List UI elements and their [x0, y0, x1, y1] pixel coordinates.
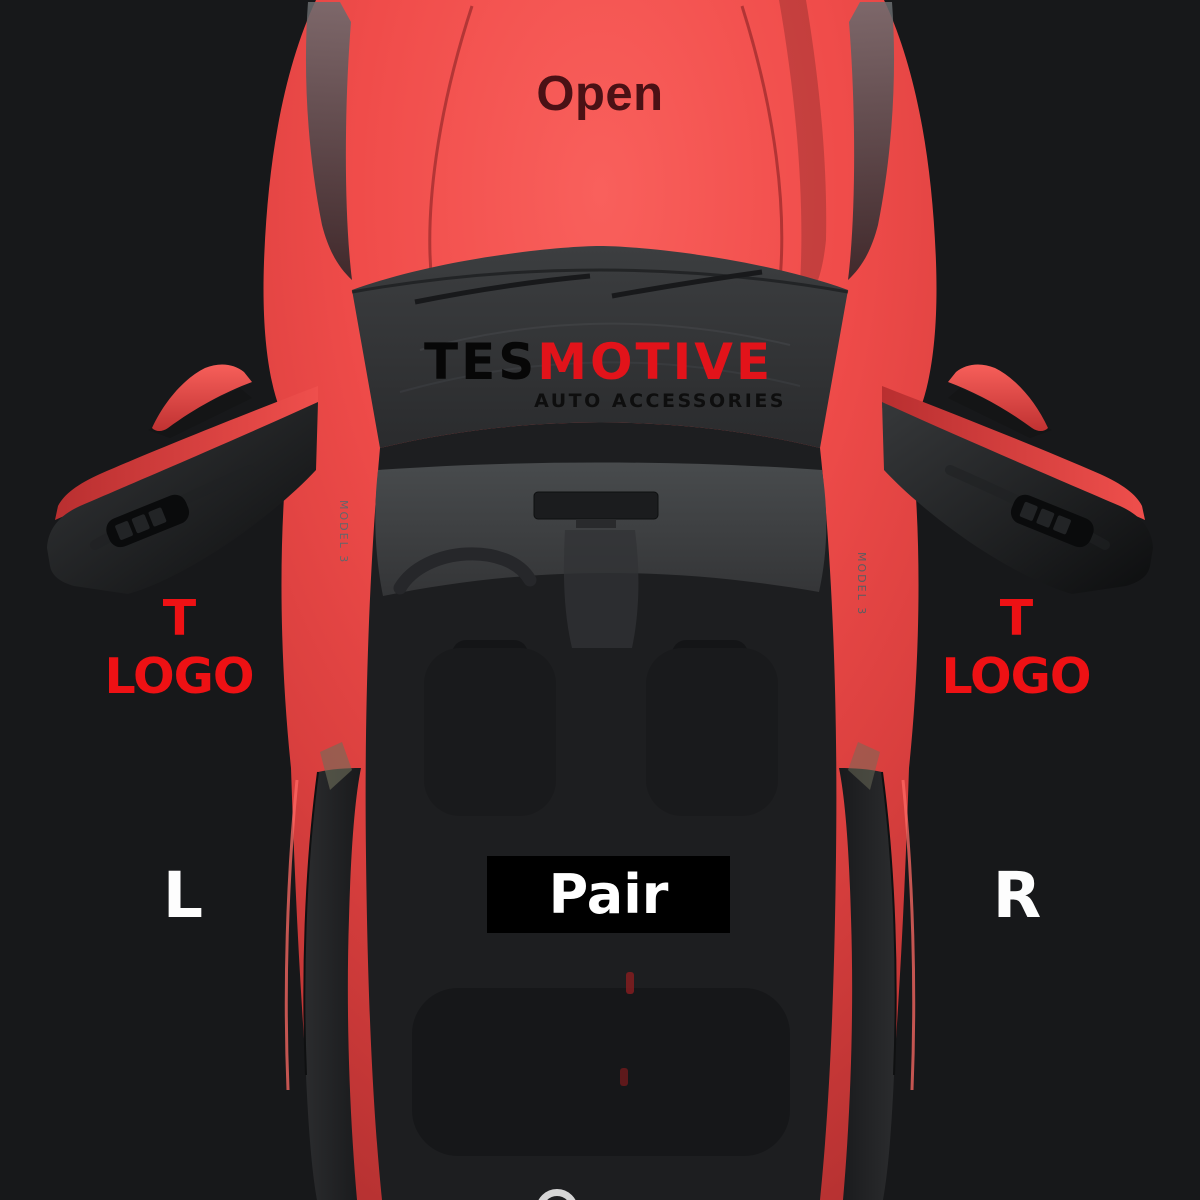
brand-name-suffix: MOTIVE [537, 333, 774, 391]
t-logo-option-right: T LOGO [929, 590, 1103, 706]
side-mirror-left [152, 364, 252, 431]
front-door-right-open [882, 364, 1153, 594]
window-switch-pod-right [1010, 494, 1094, 548]
side-mirror-right [948, 364, 1048, 431]
t-logo-left-line2: LOGO [104, 647, 254, 705]
brand-name-prefix: TES [424, 333, 538, 391]
steering-wheel [393, 547, 537, 595]
dashboard [375, 462, 827, 596]
door-glass-glint-left [320, 742, 352, 790]
right-side-label: R [992, 859, 1042, 932]
window-switch-pod-left [106, 494, 190, 548]
sill-badge-right: MODEL 3 [855, 552, 868, 616]
front-door-left-open [47, 364, 318, 594]
brand-name: TESMOTIVE [424, 337, 786, 387]
wiper-right [611, 269, 763, 299]
center-console [563, 530, 639, 648]
sill-badge-left: MODEL 3 [337, 500, 350, 564]
brand-logo: TESMOTIVE AUTO ACCESSORIES [424, 337, 786, 412]
a-pillar-glass [305, 2, 895, 280]
left-side-label: L [162, 859, 204, 932]
pair-option-label: Pair [548, 863, 669, 926]
cabin-roof: MODEL 3 MODEL 3 [337, 422, 868, 1200]
windshield [351, 246, 849, 448]
front-seats [424, 640, 778, 816]
rear-door-right-open [839, 742, 916, 1200]
wiper-left [414, 273, 591, 305]
rear-seats [412, 988, 790, 1156]
brand-tagline: AUTO ACCESSORIES [534, 390, 786, 412]
t-logo-right-line2: LOGO [941, 647, 1091, 705]
door-glass-glint-right [848, 742, 880, 790]
t-logo-right-line1: T [999, 590, 1033, 647]
center-screen [533, 491, 659, 520]
rear-door-left-open [284, 742, 361, 1200]
pair-option-badge: Pair [487, 856, 730, 933]
t-logo-left-line1: T [162, 590, 196, 647]
t-logo-option-left: T LOGO [92, 590, 266, 706]
open-style-label: Open [536, 67, 664, 121]
